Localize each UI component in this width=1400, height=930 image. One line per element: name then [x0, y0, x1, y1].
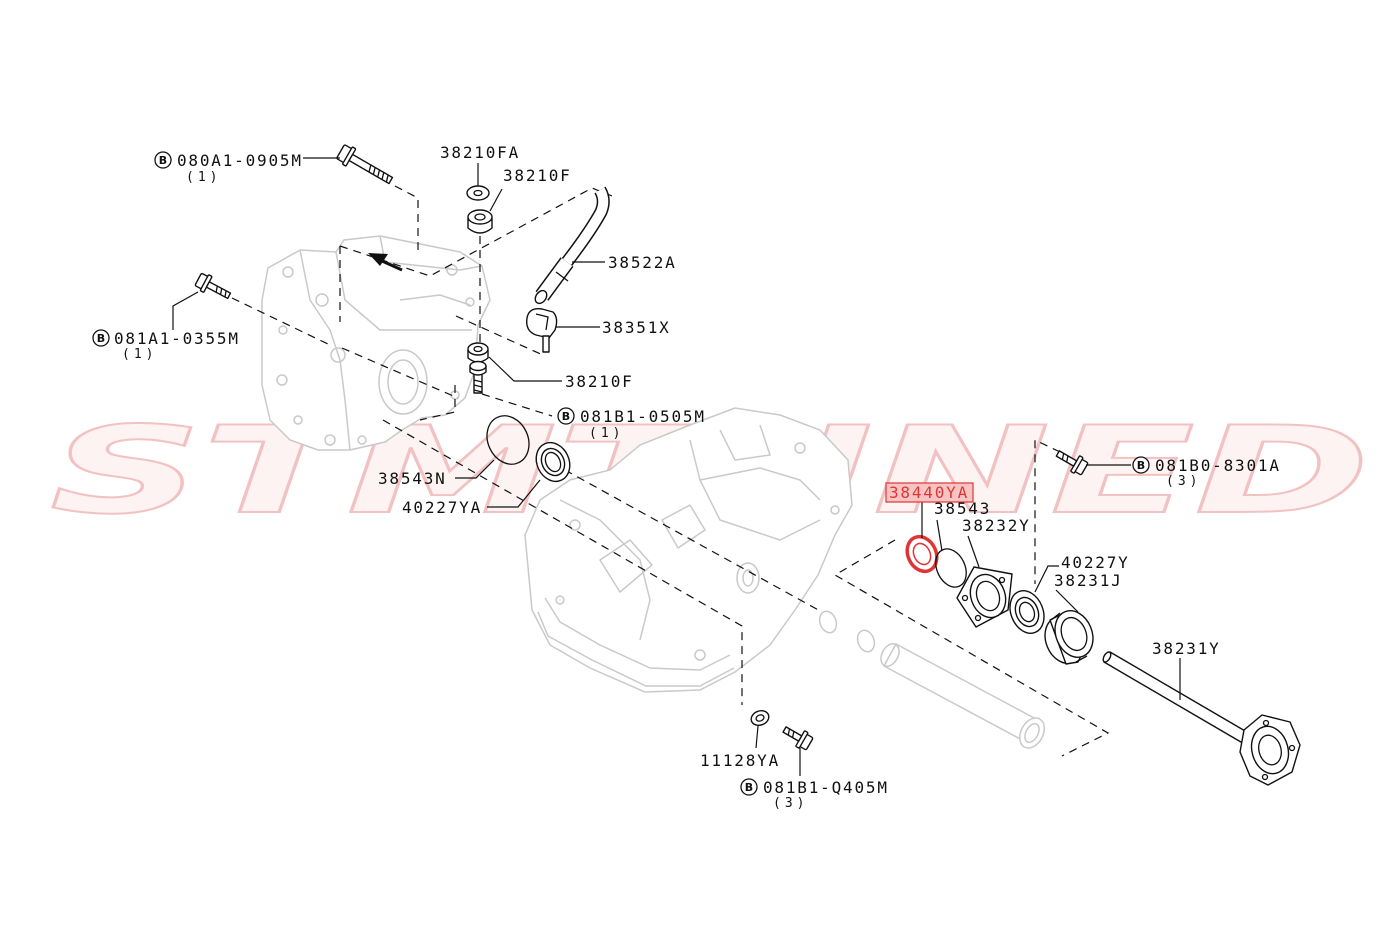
bolt-081B1-0505M	[469, 360, 487, 394]
seal-40227Y	[1009, 590, 1045, 634]
transmission-case-outline	[524, 407, 853, 693]
bolt-081A1-0355M	[194, 272, 232, 300]
part-code: 081B1-0505M	[580, 407, 706, 426]
rear-housing-outline	[261, 235, 491, 451]
bolt-symbol-letter: B	[159, 154, 167, 167]
grommet-38210F-top	[467, 209, 493, 234]
bolt-081B1-Q405M	[782, 726, 814, 751]
label-38440YA-highlighted: 38440YA	[885, 482, 974, 503]
callout-081B0-8301A: B 081B0-8301A (3)	[1132, 456, 1281, 489]
callout-081B1-Q405M: B 081B1-Q405M (3)	[740, 778, 889, 811]
washer-38210FA	[466, 185, 490, 201]
bolt-symbol-letter: B	[1137, 459, 1145, 472]
bolt-symbol-icon	[1132, 456, 1150, 474]
bearing-38231J	[1044, 610, 1094, 665]
shaft-38231Y	[1102, 651, 1301, 786]
bolt-symbol-icon	[740, 778, 758, 796]
highlight-box	[885, 482, 974, 503]
bolt-symbol-letter: B	[97, 332, 105, 345]
part-quantity: (1)	[186, 170, 221, 185]
washer-11128YA	[750, 710, 770, 726]
bolt-symbol-icon	[154, 151, 172, 169]
label-38351X: 38351X	[602, 318, 671, 337]
bolt-081B0-8301A	[1055, 450, 1089, 476]
part-quantity: (1)	[122, 347, 157, 362]
callout-081B1-0505M: B 081B1-0505M (1)	[557, 407, 706, 441]
label-38522A: 38522A	[608, 253, 677, 272]
seal-38440YA-highlighted	[905, 534, 939, 574]
part-quantity: (1)	[589, 426, 624, 441]
label-38232Y: 38232Y	[962, 516, 1031, 535]
part-quantity: (3)	[1166, 474, 1201, 489]
o-ring-38543N	[486, 415, 530, 465]
label-38440YA: 38440YA	[889, 483, 969, 502]
part-code: 081A1-0355M	[114, 329, 240, 348]
axle-tube-outline	[880, 642, 1046, 749]
direction-arrow-icon	[368, 253, 403, 272]
label-38231J: 38231J	[1054, 571, 1123, 590]
bolt-symbol-letter: B	[745, 781, 753, 794]
bolt-symbol-icon	[557, 407, 575, 425]
nut-38210F-mid	[467, 342, 489, 363]
label-38210F-top: 38210F	[503, 166, 572, 185]
part-code: 080A1-0905M	[177, 151, 303, 170]
label-11128YA: 11128YA	[700, 751, 780, 770]
label-38210FA: 38210FA	[440, 143, 520, 162]
label-38210F-mid: 38210F	[565, 372, 634, 391]
part-code: 081B1-Q405M	[763, 778, 889, 797]
callout-081A1-0355M: B 081A1-0355M (1)	[92, 329, 240, 362]
leader-lines	[172, 157, 1181, 776]
label-38231Y: 38231Y	[1152, 639, 1221, 658]
part-code: 081B0-8301A	[1155, 456, 1281, 475]
part-quantity: (3)	[773, 796, 808, 811]
label-38543N: 38543N	[378, 469, 447, 488]
spacer-ring-outline	[856, 629, 876, 653]
seal-40227YA	[535, 441, 571, 483]
bolt-080A1-0905M	[336, 144, 394, 185]
plate-38232Y	[956, 566, 1013, 628]
bolt-symbol-letter: B	[562, 410, 570, 423]
hose-38522A	[534, 186, 610, 305]
callout-080A1-0905M: B 080A1-0905M (1)	[154, 151, 303, 185]
o-ring-38543	[935, 548, 967, 588]
label-38543: 38543	[934, 499, 991, 518]
label-40227YA: 40227YA	[402, 498, 482, 517]
bolt-symbol-icon	[92, 329, 110, 347]
label-40227Y: 40227Y	[1061, 553, 1130, 572]
spacer-ring-outline	[818, 610, 838, 634]
sensor-38351X	[526, 308, 558, 353]
